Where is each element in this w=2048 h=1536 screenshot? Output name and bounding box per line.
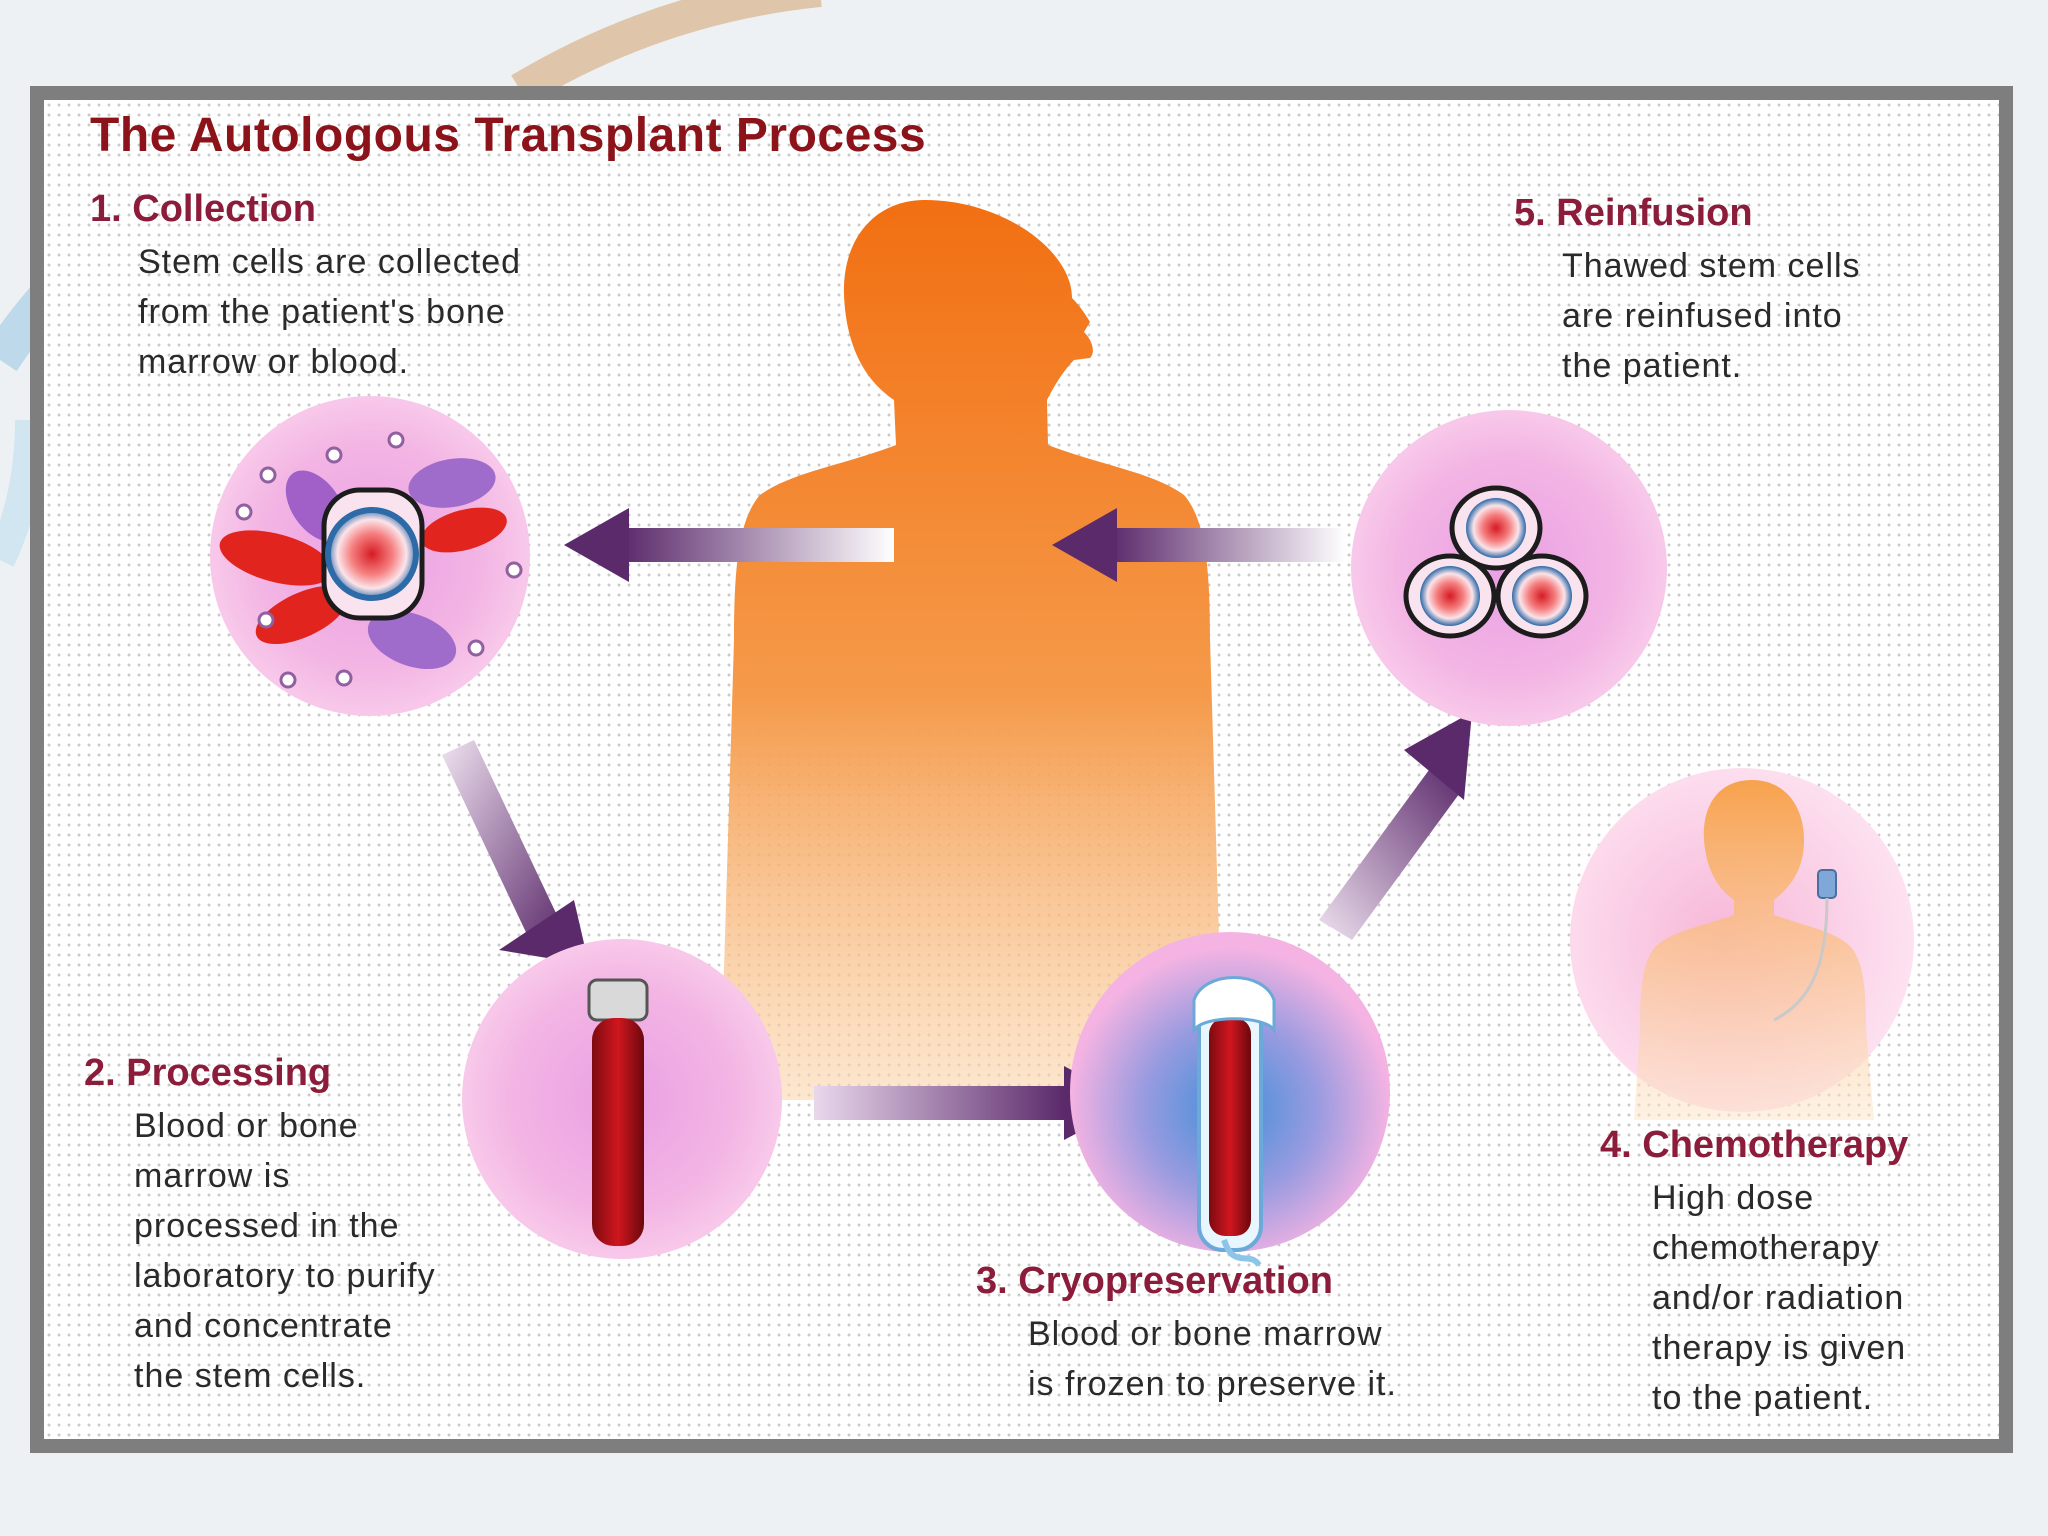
step-description: Blood or bone marrow is frozen to preser… — [1028, 1315, 1397, 1403]
step-description: High dose chemotherapy and/or radiation … — [1652, 1179, 1907, 1417]
step-cryopreservation: 3. Cryopreservation Blood or bone marrow… — [976, 1260, 1397, 1409]
diagram-title: The Autologous Transplant Process — [90, 109, 927, 162]
step-collection: 1. Collection Stem cells are collected f… — [90, 188, 521, 387]
diagram-panel: The Autologous Transplant Process 1. Col… — [44, 100, 1999, 1439]
diagram-artwork — [210, 200, 1914, 1267]
frozen-tube-icon — [1070, 932, 1390, 1267]
stem-cells-icon — [1351, 410, 1667, 726]
arrow-collection-to-processing — [442, 740, 589, 965]
step-heading: 1. Collection — [90, 188, 316, 230]
human-figure-icon — [720, 200, 1224, 1100]
step-heading: 5. Reinfusion — [1514, 192, 1753, 234]
step-reinfusion: 5. Reinfusion Thawed stem cells are rein… — [1514, 192, 1861, 391]
arrow-cryo-to-reinfusion — [1319, 712, 1472, 940]
step-heading: 2. Processing — [84, 1052, 332, 1094]
step-processing: 2. Processing Blood or bone marrow is pr… — [84, 1052, 436, 1401]
iv-patient-icon — [1570, 768, 1914, 1120]
test-tube-icon — [462, 939, 782, 1259]
step-description: Blood or bone marrow is processed in the… — [134, 1107, 436, 1395]
step-heading: 3. Cryopreservation — [976, 1260, 1333, 1302]
step-description: Thawed stem cells are reinfused into the… — [1562, 247, 1861, 385]
diagram-frame: The Autologous Transplant Process 1. Col… — [30, 86, 2013, 1453]
arrow-reinfusion-to-body — [1052, 508, 1346, 582]
step-chemotherapy: 4. Chemotherapy High dose chemotherapy a… — [1600, 1124, 1908, 1423]
blood-cells-icon — [210, 396, 530, 716]
step-heading: 4. Chemotherapy — [1600, 1124, 1909, 1166]
arrow-body-to-collection — [564, 508, 894, 582]
step-description: Stem cells are collected from the patien… — [138, 243, 522, 381]
